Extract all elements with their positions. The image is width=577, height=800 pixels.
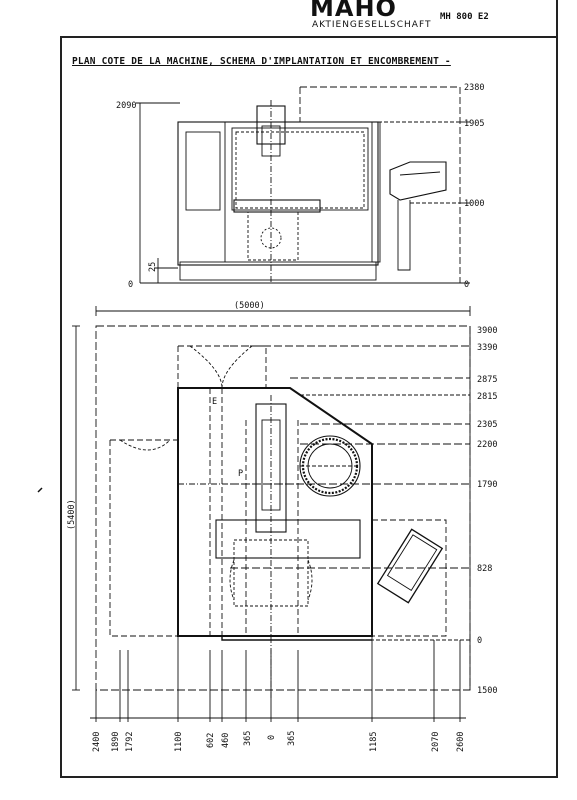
plan-position-label: 1890 [111,732,121,752]
brand-logo: MAHO [310,0,397,22]
plan-position-label: 1100 [174,732,184,752]
elevation-level-label: 1000 [464,199,484,209]
plan-position-label: 365 [243,731,253,746]
plan-level-label: 828 [477,564,492,574]
plan-level-label: 3390 [477,343,497,353]
plan-level-label: 1790 [477,480,497,490]
plan-level-label: 2305 [477,420,497,430]
plan-position-label: 365 [287,731,297,746]
plan-overall-depth-label: (5400) [67,499,77,530]
elevation-base-height-label: 25 [148,262,158,272]
plan-position-label: 0 [267,735,277,740]
frame-top-rule [60,36,558,38]
plan-position-label: 460 [221,733,231,748]
model-number: MH 800 E2 [440,12,489,22]
plan-position-label: 602 [206,733,216,748]
elevation-level-label: 2380 [464,83,484,93]
elevation-height-label: 2090 [116,101,136,111]
elevation-zero-label: 0 [128,280,133,290]
plan-position-label: 2600 [456,732,466,752]
plan-position-label: 1792 [125,732,135,752]
elevation-view [136,86,470,284]
plan-position-label: 2400 [92,732,102,752]
elevation-level-label: 0 [464,280,469,290]
plan-view [72,306,471,722]
brand-subtitle: AKTIENGESELLSCHAFT [312,20,432,30]
frame-bottom-rule [60,776,558,778]
plan-level-label: 3900 [477,326,497,336]
plan-level-label: 1500 [477,686,497,696]
frame-right-rule [556,0,558,778]
plan-marker-p: P [238,469,243,479]
plan-level-label: 0 [477,636,482,646]
plan-position-label: 1185 [369,732,379,752]
elevation-level-label: 1905 [464,119,484,129]
plan-position-label: 2070 [431,732,441,752]
plan-level-label: 2200 [477,440,497,450]
plan-level-label: 2875 [477,375,497,385]
plan-overall-width-label: (5000) [234,301,265,311]
frame-left-rule [60,36,62,778]
drawing-title: PLAN COTE DE LA MACHINE, SCHEMA D'IMPLAN… [72,56,451,67]
plan-level-label: 2815 [477,392,497,402]
margin-mark [37,487,43,493]
plan-marker-e: E [212,397,217,407]
